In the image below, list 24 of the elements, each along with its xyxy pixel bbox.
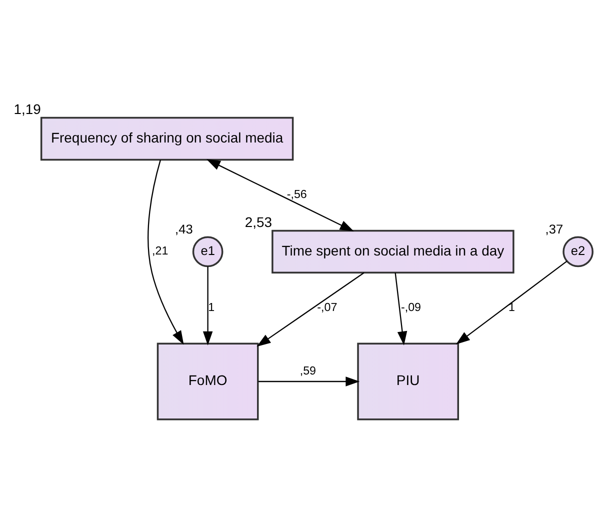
arrow: [148, 160, 184, 345]
node-box: FoMO: [156, 342, 259, 420]
node-label: 2,53: [244, 214, 272, 230]
node-circle: e1: [192, 236, 224, 268]
arrow: [394, 272, 408, 346]
arrow: [258, 376, 360, 386]
node-box: Time spent on social media in a day: [272, 230, 514, 274]
arrow: [206, 159, 354, 232]
edge-label: -,07: [317, 301, 338, 314]
arrow: [456, 260, 568, 344]
edge-label: -,09: [400, 301, 422, 314]
edge-label: ,21: [152, 244, 168, 258]
node-box: Frequency of sharing on social media: [40, 116, 294, 161]
edge-label: -,56: [286, 188, 307, 202]
node-label: 1,19: [14, 100, 41, 117]
arrow: [202, 266, 213, 346]
edge-label: 1: [508, 301, 515, 314]
node-box: PIU: [357, 342, 460, 420]
node-circle: e2: [562, 236, 594, 268]
arrow: [256, 272, 364, 347]
edge-label: ,59: [300, 364, 316, 378]
node-label: ,43: [175, 221, 193, 236]
edge-label: 1: [208, 301, 215, 314]
node-label: ,37: [545, 221, 564, 236]
